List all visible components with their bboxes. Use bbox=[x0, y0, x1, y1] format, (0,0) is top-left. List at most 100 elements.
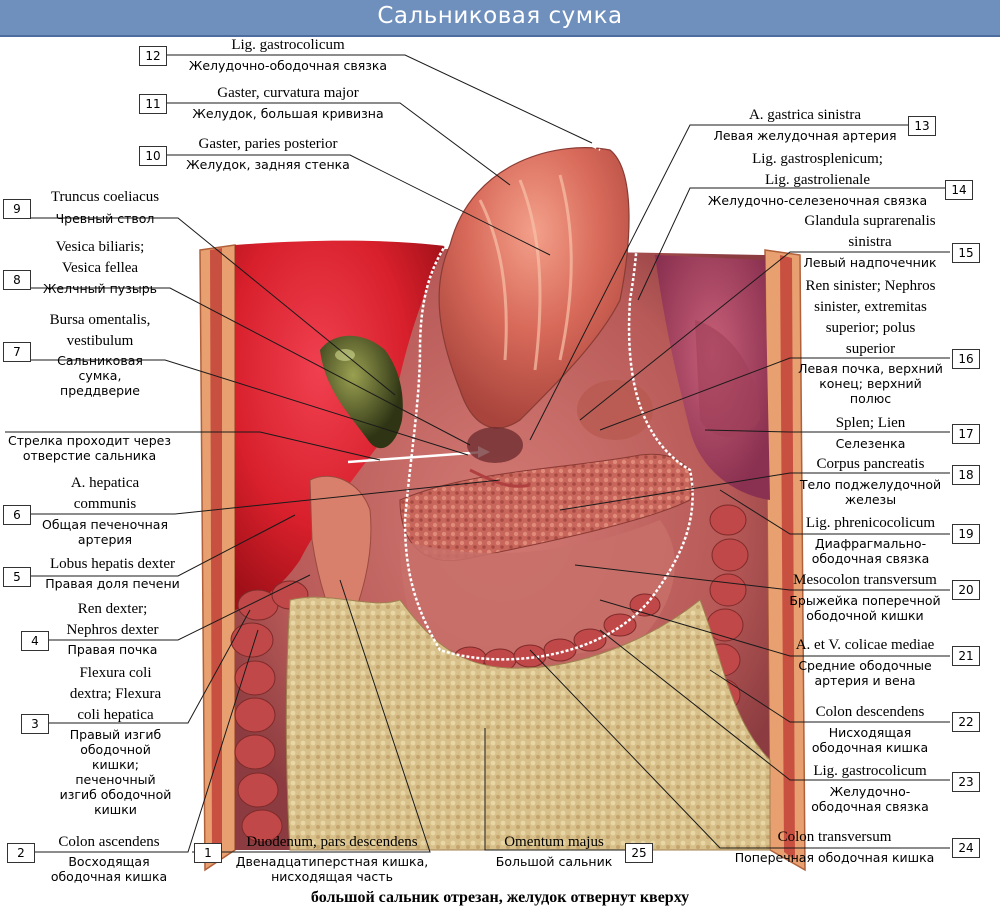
russian-label: Двенадцатиперстная кишка, bbox=[235, 854, 429, 869]
title-bar: Сальниковая сумка bbox=[0, 0, 1000, 37]
latin-label: communis bbox=[73, 496, 137, 512]
label-number: 4 bbox=[21, 631, 49, 651]
russian-label: Диафрагмально- bbox=[814, 536, 927, 551]
latin-label: Nephros dexter bbox=[66, 622, 159, 638]
figure-caption: большой сальник отрезан, желудок отверну… bbox=[310, 889, 690, 906]
latin-label: sinistra bbox=[848, 234, 892, 250]
latin-label: Mesocolon transversum bbox=[793, 572, 937, 588]
latin-label: Lobus hepatis dexter bbox=[50, 556, 175, 572]
russian-label: Средние ободочные bbox=[798, 658, 932, 673]
russian-label: преддверие bbox=[60, 383, 140, 398]
latin-label: Ren dexter; bbox=[77, 601, 148, 617]
label-number: 18 bbox=[952, 465, 980, 485]
label-number: 6 bbox=[3, 505, 31, 525]
russian-label: полюс bbox=[849, 391, 892, 406]
latin-label: Duodenum, pars descendens bbox=[246, 834, 418, 850]
russian-label: Желчный пузырь bbox=[42, 281, 158, 296]
russian-label: Нисходящая bbox=[828, 725, 912, 740]
russian-label: сумка, bbox=[78, 368, 122, 383]
russian-label: артерия и вена bbox=[814, 673, 916, 688]
label-number: 5 bbox=[3, 567, 31, 587]
russian-label: Чревный ствол bbox=[55, 211, 155, 226]
label-number: 12 bbox=[139, 46, 167, 66]
latin-label: Vesica fellea bbox=[61, 260, 139, 276]
label-number: 25 bbox=[625, 843, 653, 863]
latin-label: Gaster, curvatura major bbox=[217, 85, 359, 101]
label-number: 7 bbox=[3, 342, 31, 362]
russian-label: печеночный bbox=[75, 772, 156, 787]
russian-label: Общая печеночная bbox=[42, 517, 168, 532]
russian-label: изгиб ободочной bbox=[59, 787, 172, 802]
latin-label: Bursa omentalis, bbox=[49, 312, 151, 328]
label-number: 11 bbox=[139, 94, 167, 114]
latin-label: A. gastrica sinistra bbox=[748, 107, 862, 123]
label-number: 21 bbox=[952, 646, 980, 666]
russian-label: Правый изгиб bbox=[69, 727, 162, 742]
label-number: 22 bbox=[952, 712, 980, 732]
label-number: 2 bbox=[7, 843, 35, 863]
latin-label: A. et V. colicae mediae bbox=[795, 637, 935, 653]
latin-label: Lig. gastrolienale bbox=[765, 172, 870, 188]
latin-label: Colon ascendens bbox=[58, 834, 160, 850]
latin-label: Splen; Lien bbox=[835, 415, 906, 431]
latin-label: Lig. gastrocolicum bbox=[813, 763, 927, 779]
russian-label: Желудок, большая кривизна bbox=[192, 106, 384, 121]
latin-label: Lig. gastrosplenicum; bbox=[752, 151, 883, 167]
label-number: 14 bbox=[945, 180, 973, 200]
latin-label: Colon transversum bbox=[777, 829, 892, 845]
russian-label: Восходящая bbox=[68, 854, 150, 869]
latin-label: Omentum majus bbox=[504, 834, 604, 850]
latin-label: sinister, extremitas bbox=[814, 299, 927, 315]
latin-label: superior; polus bbox=[825, 320, 916, 336]
label-number: 13 bbox=[908, 116, 936, 136]
label-number: 10 bbox=[139, 146, 167, 166]
russian-label: Селезенка bbox=[835, 436, 906, 451]
latin-label: Ren sinister; Nephros bbox=[805, 278, 936, 294]
label-number: 20 bbox=[952, 580, 980, 600]
latin-label: vestibulum bbox=[66, 333, 134, 349]
label-number: 16 bbox=[952, 349, 980, 369]
latin-label: Lig. phrenicocolicum bbox=[805, 515, 936, 531]
latin-label: superior bbox=[845, 341, 896, 357]
latin-label: Lig. gastrocolicum bbox=[231, 37, 345, 53]
russian-label: Желудочно-ободочная связка bbox=[188, 58, 388, 73]
latin-label: Colon descendens bbox=[815, 704, 925, 720]
latin-label: Vesica biliaris; bbox=[55, 239, 145, 255]
russian-label: нисходящая часть bbox=[271, 869, 393, 884]
russian-label: Левый надпочечник bbox=[803, 255, 937, 270]
russian-label: Левая почка, верхний bbox=[798, 361, 943, 376]
russian-label: ободочная связка bbox=[811, 551, 930, 566]
russian-label: Правая почка bbox=[67, 642, 158, 657]
russian-label: кишки bbox=[94, 802, 137, 817]
label-number: 9 bbox=[3, 199, 31, 219]
label-number: 24 bbox=[952, 838, 980, 858]
latin-label: Glandula suprarenalis bbox=[804, 213, 936, 229]
russian-label: Брыжейка поперечной bbox=[789, 593, 941, 608]
russian-label: ободочная кишка bbox=[811, 740, 929, 755]
russian-label: конец; верхний bbox=[819, 376, 922, 391]
russian-label: Левая желудочная артерия bbox=[713, 128, 897, 143]
russian-label: артерия bbox=[77, 532, 133, 547]
label-number: 19 bbox=[952, 524, 980, 544]
russian-label: Желудок, задняя стенка bbox=[186, 157, 350, 172]
russian-label: Тело поджелудочной bbox=[799, 477, 942, 492]
russian-label: ободочной bbox=[80, 742, 151, 757]
russian-label: Большой сальник bbox=[495, 854, 613, 869]
latin-label: A. hepatica bbox=[70, 475, 140, 491]
latin-label: coli hepatica bbox=[77, 707, 154, 723]
label-number: 15 bbox=[952, 243, 980, 263]
arrow-note: Стрелка проходит через bbox=[8, 433, 171, 448]
label-number: 3 bbox=[21, 714, 49, 734]
latin-label: Gaster, paries posterior bbox=[198, 136, 338, 152]
russian-label: Сальниковая bbox=[57, 353, 143, 368]
russian-label: Желудочно-селезеночная связка bbox=[707, 193, 928, 208]
label-number: 17 bbox=[952, 424, 980, 444]
russian-label: Желудочно- bbox=[829, 784, 911, 799]
russian-label: кишки; bbox=[92, 757, 139, 772]
arrow-note: отверстие сальника bbox=[22, 448, 157, 463]
latin-label: Flexura coli bbox=[79, 665, 152, 681]
russian-label: ободочная связка bbox=[811, 799, 929, 814]
latin-label: Truncus coeliacus bbox=[50, 189, 160, 205]
label-number: 8 bbox=[3, 270, 31, 290]
label-number: 1 bbox=[194, 843, 222, 863]
